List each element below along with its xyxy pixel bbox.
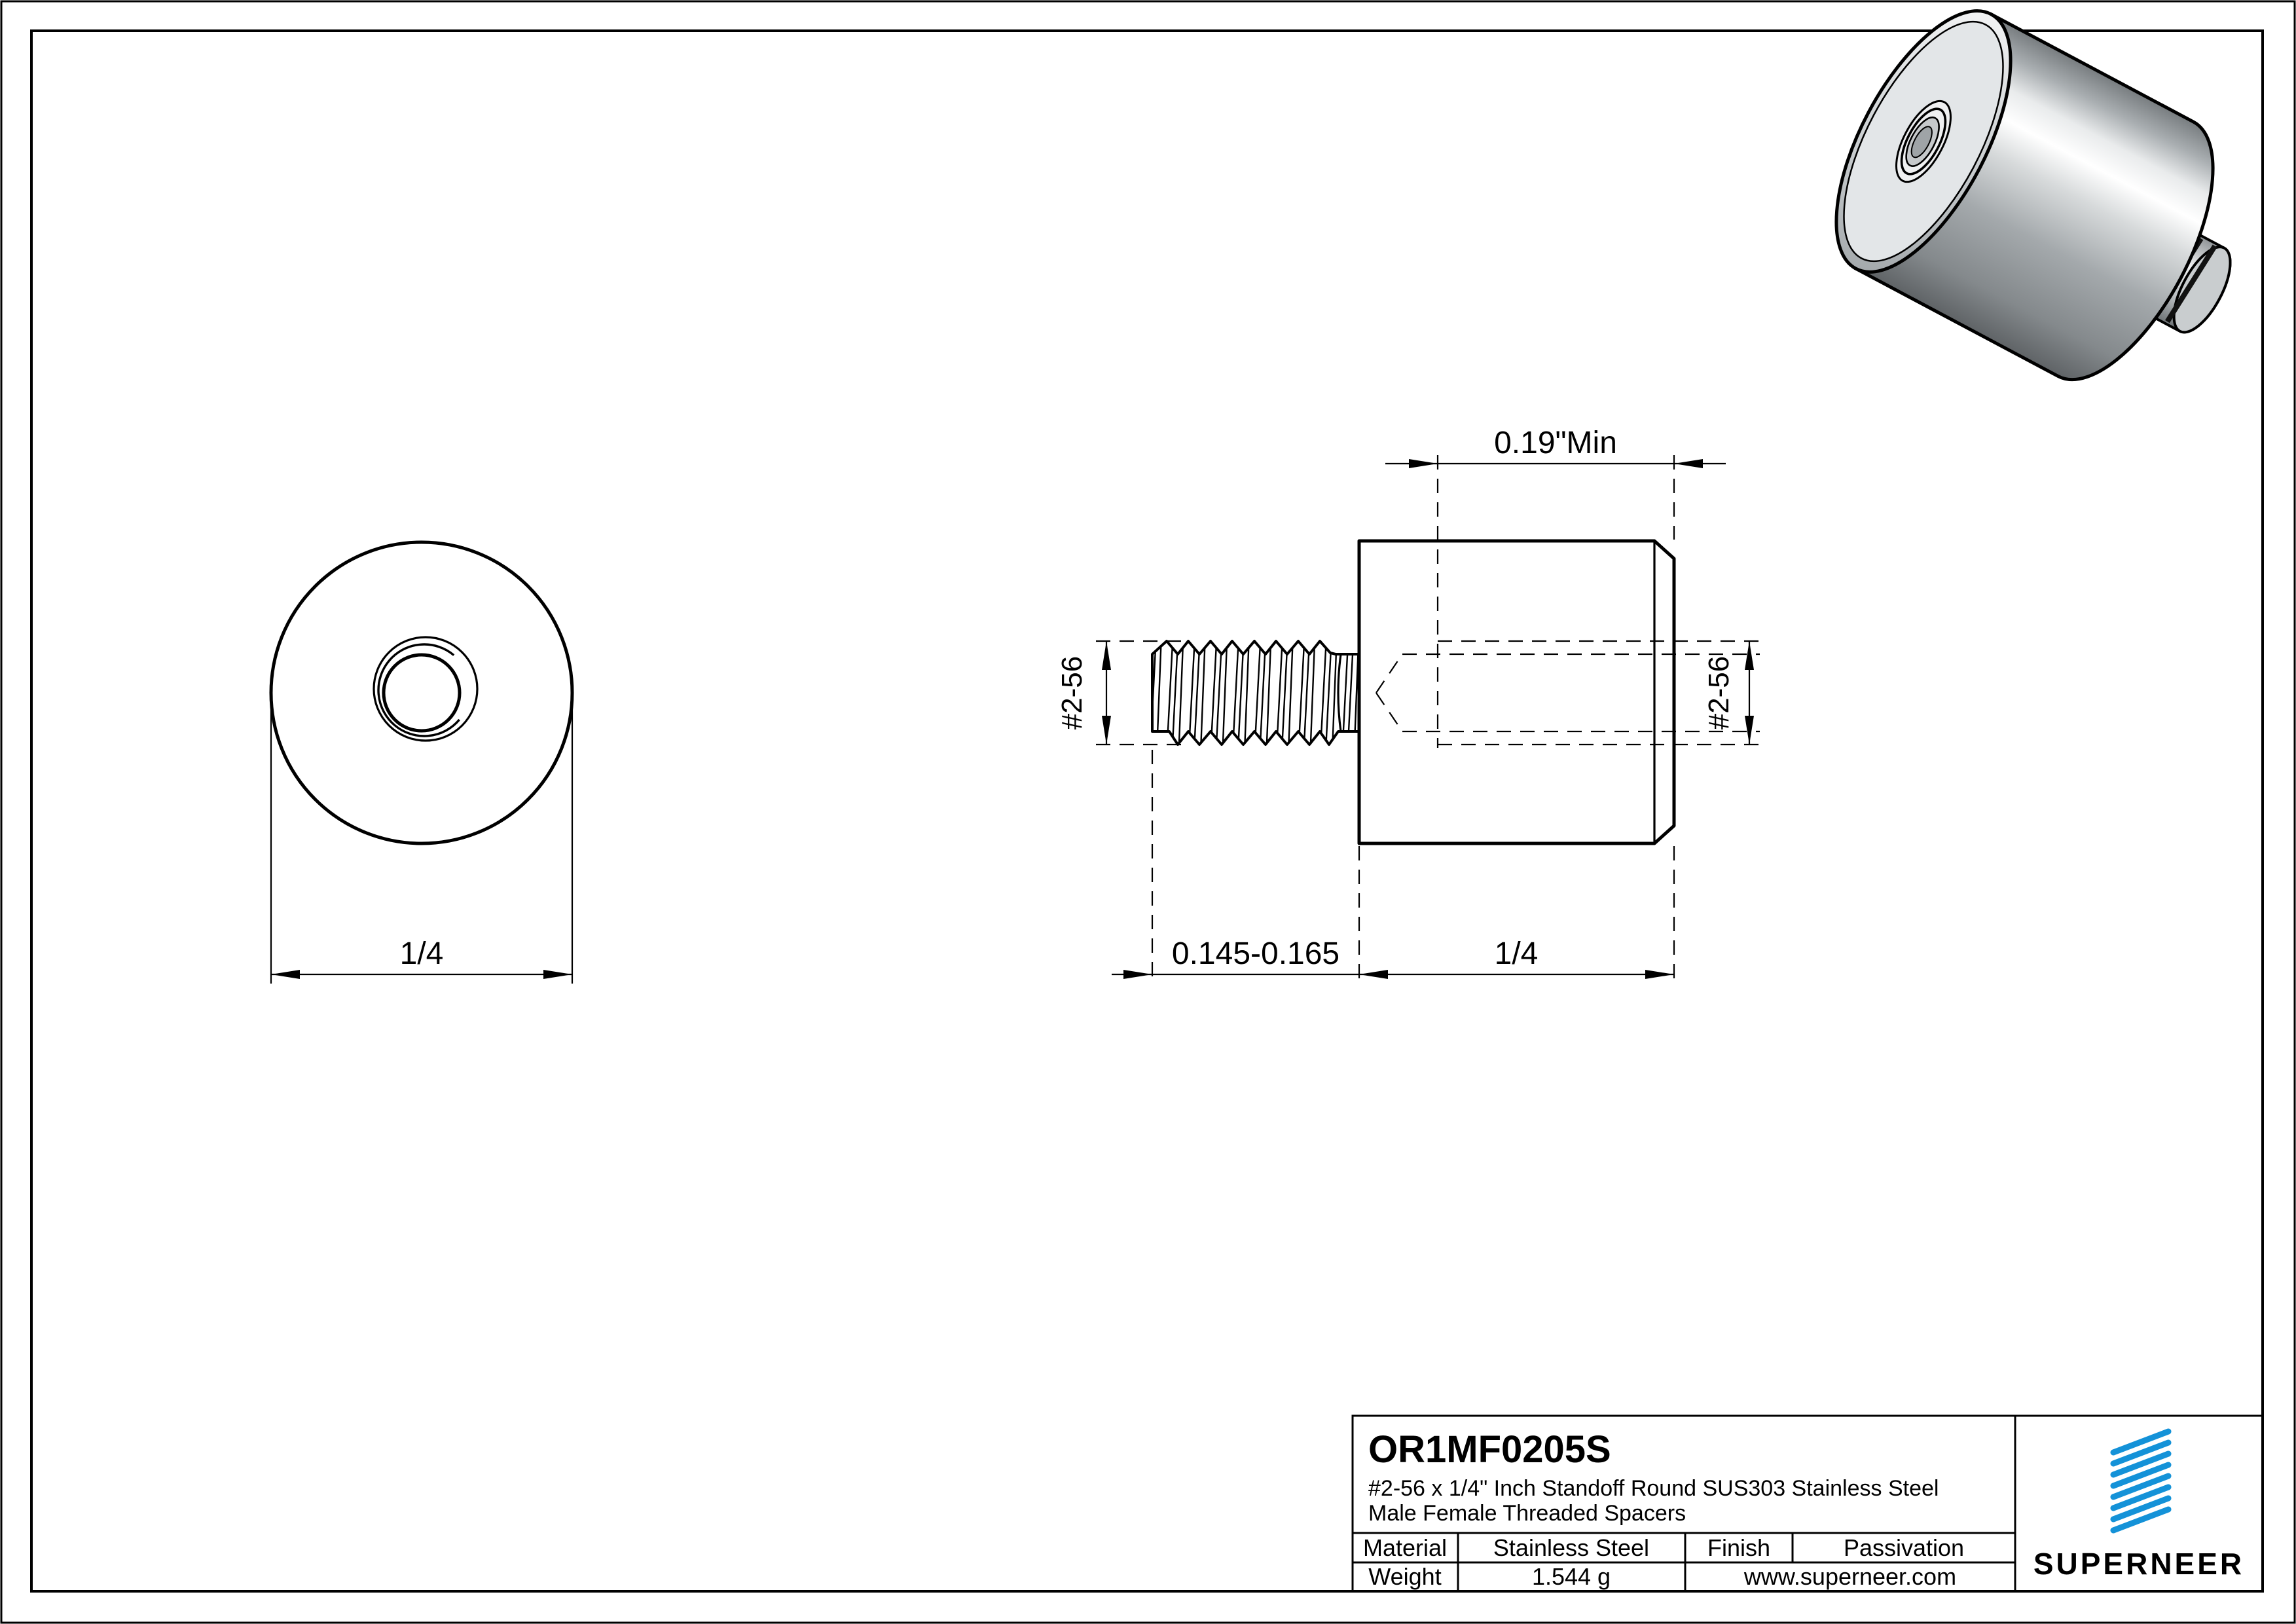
dim-thread-depth: 0.19"Min [1385, 426, 1726, 748]
front-hole-inner-circle [382, 653, 462, 733]
male-thread-callout-text: #2-56 [1056, 656, 1088, 730]
finish-value: Passivation [1844, 1534, 1964, 1561]
thread-length-text: 0.145-0.165 [1172, 936, 1339, 971]
arrowhead-icon [271, 970, 300, 979]
dim-front-diameter: 1/4 [270, 693, 574, 984]
dim-body-length: 1/4 [1359, 846, 1675, 984]
weight-value: 1.544 g [1532, 1563, 1611, 1590]
brand-name: SUPERNEER [2033, 1547, 2244, 1581]
material-value: Stainless Steel [1493, 1534, 1649, 1561]
thread-runout-line [1337, 654, 1342, 732]
website-link[interactable]: www.superneer.com [1743, 1563, 1956, 1590]
drill-point-line [1376, 692, 1403, 732]
description-line2: Male Female Threaded Spacers [1368, 1501, 1686, 1526]
dim-thread-length: 0.145-0.165 [1112, 750, 1360, 984]
dim-male-thread-callout: #2-56 [1056, 640, 1182, 746]
front-hole-thread-arc [377, 643, 471, 737]
arrowhead-icon [1645, 970, 1674, 979]
iso-hole [1895, 100, 1952, 183]
title-block: OR1MF0205S #2-56 x 1/4" Inch Standoff Ro… [1351, 1414, 2264, 1593]
arrowhead-icon [1745, 716, 1754, 745]
arrowhead-icon [543, 970, 572, 979]
arrowhead-icon [1359, 970, 1388, 979]
part-number: OR1MF0205S [1368, 1428, 1611, 1471]
arrowhead-icon [1102, 716, 1111, 745]
dim-female-thread-callout: #2-56 [1703, 641, 1754, 745]
drawing-frame [30, 29, 2264, 1593]
drill-point-line [1376, 654, 1403, 693]
side-view: 0.19"Min #2-56 #2-56 0.145-0.165 [1056, 426, 1760, 984]
iso-view [1834, 9, 2232, 382]
material-label: Material [1363, 1534, 1447, 1561]
body-length-text: 1/4 [1495, 936, 1539, 971]
arrowhead-icon [1123, 970, 1152, 979]
arrowhead-icon [1102, 641, 1111, 670]
weight-label: Weight [1368, 1563, 1441, 1590]
front-hole-outer-circle [373, 636, 479, 742]
thread-depth-text: 0.19"Min [1494, 426, 1617, 460]
arrowhead-icon [1409, 459, 1438, 468]
hidden-female-thread [1376, 640, 1760, 746]
arrowhead-icon [1745, 641, 1754, 670]
superneer-logo-icon [2110, 1428, 2172, 1534]
title-block-border [1351, 1414, 2264, 1593]
front-outline-circle [269, 540, 574, 845]
description-line1: #2-56 x 1/4" Inch Standoff Round SUS303 … [1368, 1476, 1939, 1501]
male-thread [1151, 640, 1360, 746]
finish-label: Finish [1707, 1534, 1770, 1561]
arrowhead-icon [1674, 459, 1703, 468]
female-thread-callout-text: #2-56 [1703, 656, 1735, 730]
body-outline [1357, 539, 1676, 845]
front-diameter-text: 1/4 [400, 936, 444, 971]
front-view: 1/4 [269, 540, 574, 984]
